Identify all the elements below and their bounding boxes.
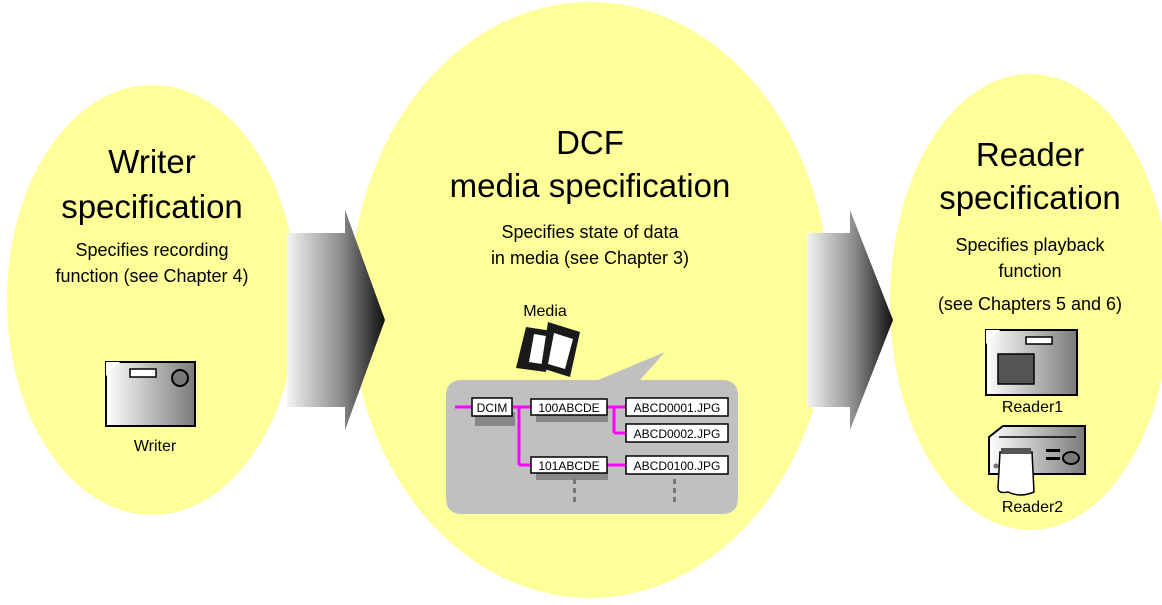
reader-desc-line2: function (998, 261, 1062, 281)
tree-file1-label: ABCD0001.JPG (634, 401, 721, 415)
folder-100abcde (530, 398, 608, 416)
folder-101abcde (530, 456, 608, 474)
tree-file3-label: ABCD0100.JPG (634, 459, 721, 473)
media-to-reader-arrow (807, 210, 893, 430)
writer-desc-line1: Specifies recording (75, 240, 229, 260)
reader-desc-line1: Specifies playback (955, 235, 1105, 255)
writer-desc-line2: function (see Chapter 4) (55, 266, 249, 286)
writer-to-media-arrow (287, 210, 385, 430)
tree-file2-label: ABCD0002.JPG (634, 427, 721, 441)
dcf-title-line2: media specification (449, 167, 731, 204)
reader-desc-line3: (see Chapters 5 and 6) (937, 294, 1123, 314)
dcf-desc-line2: in media (see Chapter 3) (490, 248, 690, 268)
media-card-icon (516, 322, 580, 377)
writer-device-label: Writer (133, 438, 177, 455)
reader1-label: Reader1 (1001, 399, 1064, 416)
tree-folder1-label: 100ABCDE (538, 401, 599, 415)
writer-title-line1: Writer (108, 143, 196, 180)
tree-folder2-label: 101ABCDE (538, 459, 599, 473)
file-abcd0001 (625, 397, 729, 417)
reader2-label: Reader2 (1001, 499, 1064, 516)
reader-ellipse (890, 74, 1162, 530)
dcf-title-line1: DCF (556, 124, 624, 161)
continuation-dots (573, 479, 676, 502)
dcf-desc-line1: Specifies state of data (501, 222, 679, 242)
camera-icon (105, 361, 196, 427)
tree-connectors (455, 405, 626, 467)
writer-ellipse (7, 85, 297, 515)
reader-title-line1: Reader (975, 136, 1085, 173)
media-label: Media (523, 303, 567, 320)
printer-icon (988, 425, 1086, 496)
writer-title-line2: specification (61, 188, 243, 225)
reader-title-line2: specification (939, 179, 1121, 216)
folder-dcim (471, 397, 513, 417)
reader1-device-icon (985, 329, 1078, 396)
file-abcd0100 (625, 455, 729, 475)
file-abcd0002 (625, 423, 729, 443)
tree-root-label: DCIM (477, 401, 508, 415)
